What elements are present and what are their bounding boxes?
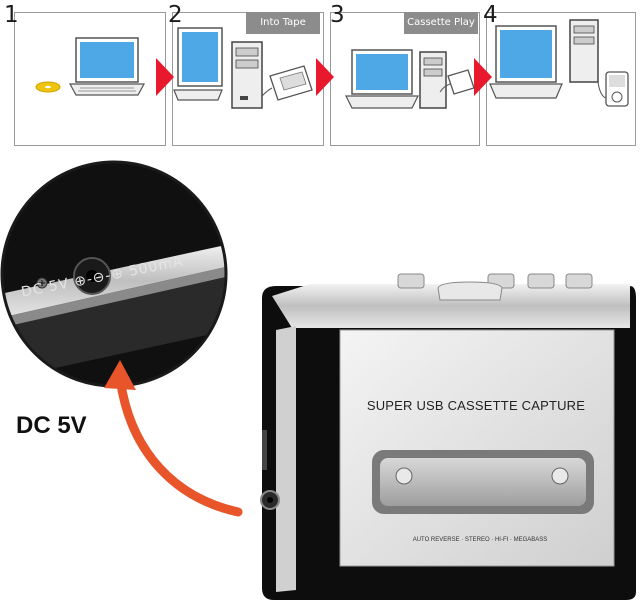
laptop-icon [173, 27, 223, 101]
step-arrow-3 [474, 58, 492, 96]
step-number-3: 3 [330, 2, 345, 28]
laptop-icon [68, 37, 146, 96]
computer-tower-icon [231, 41, 263, 109]
computer-tower-icon [419, 51, 447, 109]
step-arrow-1 [156, 58, 174, 96]
laptop-icon [345, 49, 419, 109]
step-number-2: 2 [168, 2, 183, 28]
dc-5v-label: DC 5V [16, 412, 87, 439]
step-number-1: 1 [4, 2, 19, 28]
dc-port-zoom-callout [2, 162, 226, 386]
cassette-player-device [260, 273, 636, 600]
device-title: SUPER USB CASSETTE CAPTURE [366, 398, 586, 413]
computer-tower-icon [569, 19, 599, 83]
cd-icon [35, 81, 61, 93]
step-arrow-2 [316, 58, 334, 96]
step-tag-cassette-play: Cassette Play [404, 12, 478, 34]
laptop-icon [489, 25, 563, 99]
callout-arrow [115, 373, 243, 517]
step-tag-into-tape: Into Tape [246, 12, 320, 34]
step-number-4: 4 [483, 2, 498, 28]
callout-arrow-head [104, 360, 136, 390]
mp3-player-icon [597, 71, 629, 107]
device-subtitle: AUTO REVERSE · STEREO · HI-FI · MEGABASS [412, 537, 548, 543]
cassette-player-icon [261, 65, 313, 101]
cassette-player-icon [439, 69, 475, 95]
